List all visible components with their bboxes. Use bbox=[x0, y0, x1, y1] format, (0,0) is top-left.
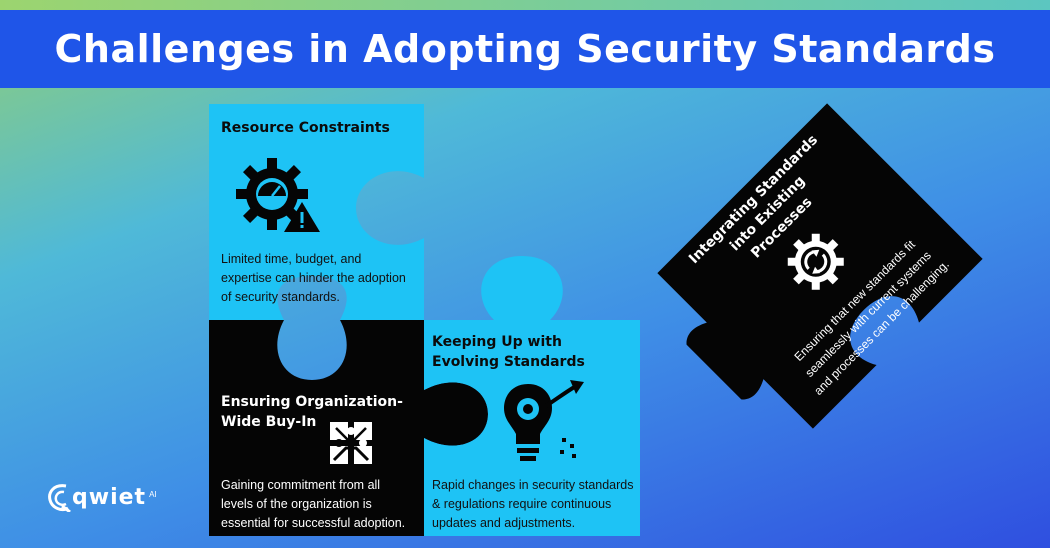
resource-heading: Resource Constraints bbox=[221, 120, 390, 136]
handshake-puzzle-icon bbox=[330, 422, 372, 464]
title-bar: Challenges in Adopting Security Standard… bbox=[0, 10, 1050, 88]
resource-body-line: expertise can hinder the adoption bbox=[221, 271, 406, 285]
logo-text: qwiet bbox=[72, 484, 147, 510]
resource-body: Limited time, budget, and expertise can … bbox=[221, 250, 406, 307]
evolving-heading-line: Evolving Standards bbox=[432, 354, 585, 370]
logo-suffix: AI bbox=[149, 489, 157, 499]
buyin-body: Gaining commitment from all levels of th… bbox=[221, 476, 405, 533]
buyin-heading-line: Wide Buy-In bbox=[221, 414, 317, 430]
buyin-body-line: levels of the organization is bbox=[221, 497, 372, 511]
top-strip bbox=[0, 0, 1050, 10]
evolving-body: Rapid changes in security standards & re… bbox=[432, 476, 634, 533]
evolving-body-line: Rapid changes in security standards bbox=[432, 478, 634, 492]
puzzle-piece-resource bbox=[209, 104, 424, 320]
buyin-body-line: essential for successful adoption. bbox=[221, 516, 406, 530]
buyin-heading-line: Ensuring Organization- bbox=[221, 394, 403, 410]
buyin-body-line: Gaining commitment from all bbox=[221, 478, 381, 492]
evolving-body-line: updates and adjustments. bbox=[432, 516, 576, 530]
evolving-body-line: & regulations require continuous bbox=[432, 497, 612, 511]
gear-gauge-warning-icon bbox=[236, 158, 320, 232]
evolving-heading: Keeping Up with Evolving Standards bbox=[432, 332, 585, 372]
buyin-heading: Ensuring Organization- Wide Buy-In bbox=[221, 392, 403, 432]
resource-body-line: Limited time, budget, and bbox=[221, 252, 362, 266]
lightbulb-gear-arrow-icon bbox=[504, 380, 584, 461]
page-title: Challenges in Adopting Security Standard… bbox=[54, 27, 996, 71]
wave-logo-icon bbox=[48, 484, 71, 512]
evolving-heading-line: Keeping Up with bbox=[432, 334, 562, 350]
logo: qwiet AI bbox=[46, 482, 157, 512]
resource-body-line: of security standards. bbox=[221, 290, 340, 304]
